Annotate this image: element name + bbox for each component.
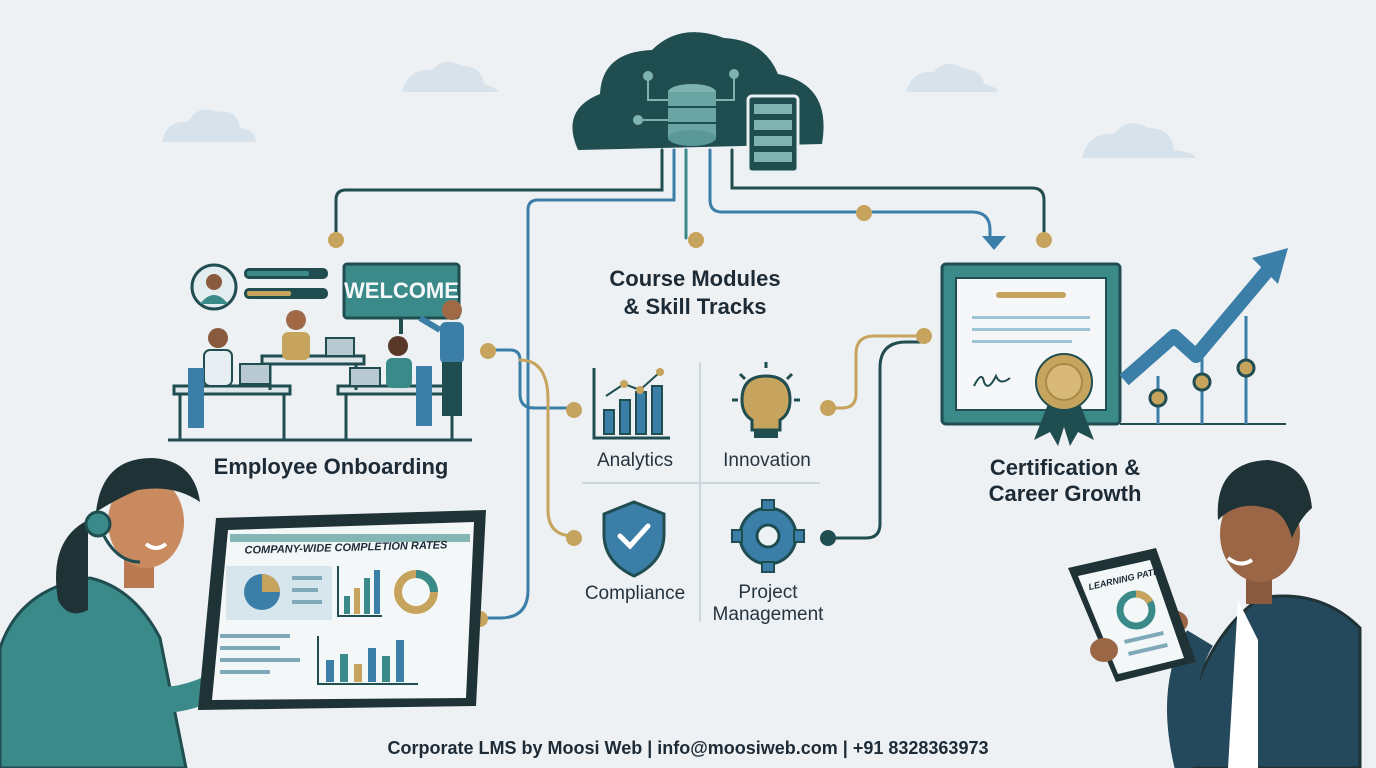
gear-icon	[731, 499, 805, 573]
onboarding-title: Employee Onboarding	[213, 454, 449, 479]
award-seal-icon	[1034, 353, 1094, 446]
modules-title-line1: Course Modules	[609, 266, 781, 291]
bar-chart-icon	[592, 368, 670, 440]
module-project-label: Project	[738, 582, 798, 603]
welcome-sign-text: WELCOME	[344, 278, 459, 303]
cloud-server	[572, 32, 824, 174]
background-clouds	[162, 61, 1196, 158]
footer-contact: Corporate LMS by Moosi Web | info@moosiw…	[387, 738, 989, 758]
module-analytics-label: Analytics	[596, 450, 674, 471]
module-innovation-label: Innovation	[723, 450, 811, 471]
connectors	[334, 148, 1046, 620]
module-compliance-label: Compliance	[584, 583, 686, 604]
certification-title-line1: Certification &	[989, 455, 1141, 480]
growth-chart	[1119, 248, 1288, 425]
office-workers	[188, 300, 464, 428]
modules-title-line2: & Skill Tracks	[623, 294, 767, 319]
server-rack-icon	[746, 94, 800, 174]
database-icon	[668, 84, 716, 146]
modules-grid	[582, 362, 820, 622]
module-management-label: Management	[712, 604, 824, 625]
growth-arrow-icon	[1252, 248, 1288, 284]
profile-progress-bars	[244, 268, 328, 299]
shield-check-icon	[602, 500, 666, 578]
onboarding-scene	[168, 262, 472, 442]
certification-title-line2: Career Growth	[988, 481, 1142, 506]
dashboard-tablet	[198, 510, 486, 710]
profile-avatar	[190, 263, 238, 311]
certificate	[940, 262, 1122, 426]
welcome-sign	[342, 262, 461, 334]
connector-arrow	[982, 236, 1006, 250]
learner	[1156, 460, 1362, 768]
lightbulb-icon	[732, 362, 800, 438]
learning-path-tablet	[1068, 548, 1196, 682]
